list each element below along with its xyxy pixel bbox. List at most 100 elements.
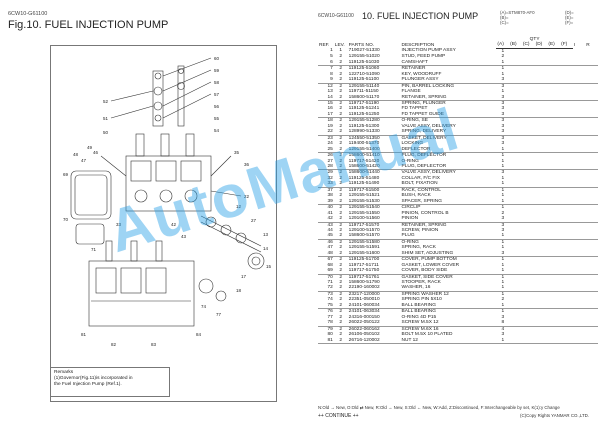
description-cell: GASKET, DELIVERY <box>401 135 447 141</box>
lev-cell: 2 <box>339 332 343 338</box>
empty-qty-cell <box>509 77 522 84</box>
qty-a-cell: 3 <box>501 118 505 124</box>
parts-no-cell: 119717-51190 <box>348 100 379 106</box>
qty-a-cell: 4 <box>501 326 505 332</box>
lev-cell: 2 <box>339 123 343 129</box>
empty-qty-cell <box>560 250 573 258</box>
empty-qty-cell <box>572 181 586 188</box>
lev-cell: 2 <box>333 77 348 84</box>
empty-qty-cell <box>585 233 598 240</box>
svg-text:49: 49 <box>87 145 93 150</box>
ref-cell: 18 <box>327 118 333 124</box>
empty-qty-cell <box>534 111 548 119</box>
lev-cell: 2 <box>339 158 343 164</box>
remarks-line-2: the Fuel Injection Pump (Ref.1). <box>54 382 122 387</box>
description-cell: BUSH, RACK <box>401 193 431 199</box>
ref-cell: 81 <box>318 337 334 345</box>
empty-qty-cell <box>534 181 548 188</box>
parts-no-cell: 119717-51750 <box>347 268 401 275</box>
empty-qty-cell <box>521 233 535 240</box>
empty-qty-cell <box>572 94 586 101</box>
qty-a-cell: 1 <box>501 158 505 164</box>
col-description: DESCRIPTION <box>401 42 435 48</box>
lev-cell: 2 <box>339 187 343 193</box>
ref-cell: 80 <box>327 332 333 338</box>
ref-cell: 22 <box>318 129 334 136</box>
empty-qty-cell <box>572 285 586 292</box>
lev-cell: 2 <box>339 280 343 286</box>
qty-a-cell: 1 <box>501 175 505 181</box>
ref-cell: 79 <box>327 326 333 332</box>
remarks-box: Remarks (1)Governor(Fig.11)is incorporat… <box>50 367 170 397</box>
empty-qty-cell <box>560 146 573 154</box>
parts-no-cell: 119125-51480 <box>348 175 380 181</box>
svg-text:69: 69 <box>63 172 69 177</box>
ref-cell: 73 <box>327 291 333 297</box>
ref-cell: 75 <box>318 302 334 310</box>
description-cell: SCREW, PINION <box>401 227 439 233</box>
svg-text:59: 59 <box>214 68 220 73</box>
parts-no-cell: 119717-51500 <box>348 187 380 193</box>
empty-qty-cell <box>585 129 598 136</box>
lev-cell: 2 <box>339 257 343 263</box>
lev-cell: 2 <box>339 193 343 199</box>
empty-qty-cell <box>547 77 561 84</box>
lev-cell: 2 <box>333 181 348 188</box>
col-qty-a: (A) <box>496 42 510 49</box>
empty-qty-cell <box>572 146 586 154</box>
qty-a-cell: 3 <box>501 106 505 112</box>
svg-text:17: 17 <box>241 274 247 279</box>
empty-qty-cell <box>521 216 535 223</box>
description-cell: VALVE ASSY, DELIVERY <box>401 123 456 129</box>
empty-qty-cell <box>509 59 522 67</box>
description-cell: CAMSHAFT <box>400 59 497 67</box>
svg-text:47: 47 <box>81 158 87 163</box>
parts-no-cell: 26022-060162 <box>348 326 380 332</box>
empty-qty-cell <box>560 181 573 188</box>
svg-text:74: 74 <box>201 304 207 309</box>
ref-cell: 72 <box>318 285 334 292</box>
empty-qty-cell <box>547 337 561 345</box>
empty-qty-cell <box>509 337 522 345</box>
svg-text:18: 18 <box>236 288 242 293</box>
qty-a-cell: 3 <box>501 170 505 176</box>
qty-a-cell: 3 <box>501 332 505 338</box>
parts-no-cell: 119125-51030 <box>347 59 401 67</box>
description-cell: FD TAPPET <box>401 106 428 112</box>
qty-a-cell: 1 <box>501 71 505 77</box>
figure-title: Fig.10. FUEL INJECTION PUMP <box>8 19 169 31</box>
empty-qty-cell <box>534 233 548 240</box>
empty-qty-cell <box>560 59 573 67</box>
empty-qty-cell <box>560 163 573 171</box>
empty-qty-cell <box>585 77 598 84</box>
col-r: R <box>586 42 590 48</box>
lev-cell: 2 <box>333 337 348 345</box>
empty-qty-cell <box>572 198 586 206</box>
empty-qty-cell <box>534 94 548 101</box>
parts-no-cell: 119125-51241 <box>348 106 380 112</box>
svg-text:22: 22 <box>244 194 250 199</box>
lev-cell: 2 <box>339 106 343 112</box>
description-cell: VALVE ASSY, DELIVERY <box>401 170 456 176</box>
empty-qty-cell <box>521 163 535 171</box>
svg-text:50: 50 <box>103 130 109 135</box>
parts-no-cell: 129155-51580 <box>348 239 380 245</box>
empty-qty-cell <box>560 111 573 119</box>
ref-cell: 29 <box>327 170 333 176</box>
description-cell: FD TAPPET GUIDE <box>400 111 497 119</box>
empty-qty-cell <box>547 268 561 275</box>
empty-qty-cell <box>560 198 573 206</box>
lev-cell: 2 <box>339 210 343 216</box>
lev-cell: 2 <box>339 314 343 320</box>
description-cell: PLUG <box>400 233 497 240</box>
qty-a-cell: 3 <box>501 222 505 228</box>
qty-a-cell: 1 <box>501 245 505 251</box>
